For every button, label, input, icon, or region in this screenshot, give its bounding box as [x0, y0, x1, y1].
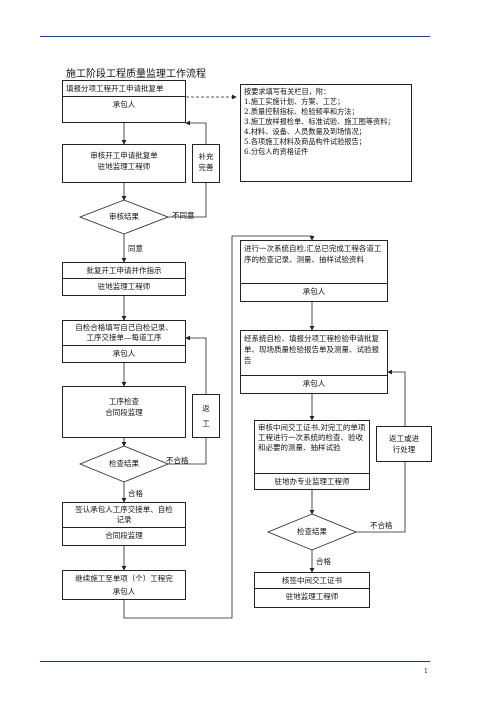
- decision-3-no-label: 不合格: [370, 521, 393, 530]
- decision-2-label: 检查结果: [109, 459, 139, 468]
- page-number: 1: [424, 668, 428, 675]
- decision-1-no-label: 不同意: [172, 211, 195, 220]
- step-submit-application: 填报分项工程开工申请批复单 承包人: [62, 80, 186, 123]
- step-system-self-check: 进行一次系统自检,汇总已完成工程各道工序的检查记录、测量、抽样试验资料 承包人: [240, 240, 388, 302]
- decision-1-yes-label: 同意: [128, 244, 143, 253]
- step-approve-start: 批复开工申请并作指示 驻地监理工程师: [62, 262, 186, 296]
- decision-diamond-3: [266, 513, 358, 551]
- rework-box: 返 工: [192, 394, 220, 438]
- decision-3-label: 检查结果: [297, 527, 327, 536]
- footer-rule: [40, 661, 430, 662]
- decision-diamond-2: [78, 445, 170, 483]
- decision-2-no-label: 不合格: [166, 456, 189, 465]
- decision-2-yes-label: 合格: [128, 489, 143, 498]
- step-self-inspection: 自检合格填写自己自检记录、 工序交接单—每道工序 承包人: [62, 320, 186, 363]
- step-continue-construction: 继续施工至单项（个）工程完 承包人: [62, 570, 186, 600]
- decision-diamond-1: [78, 199, 170, 235]
- step-review-application: 审核开工申请批复单 驻地监理工程师: [62, 144, 186, 183]
- decision-1-label: 审核结果: [109, 212, 139, 221]
- page-title: 施工阶段工程质量监理工作流程: [66, 69, 206, 80]
- supplement-box: 补充 完善: [192, 144, 220, 183]
- step-sign-certificate: 核签中间交工证书 驻地监理工程师: [254, 572, 370, 608]
- requirements-note: 按要求填写有关栏目，附： 1.施工实施计划、方案、工艺； 2.质量控制指标、检验…: [240, 84, 412, 182]
- step-review-certificate: 审核中间交工证书,对完工的单项工程进行一次系统的检查、验收和必要的测量、抽样试验…: [254, 420, 370, 490]
- decision-3-yes-label: 合格: [316, 557, 331, 566]
- header-rule: [40, 36, 430, 37]
- rework-or-process-box: 返工或进 行处理: [376, 426, 432, 462]
- step-process-inspection: 工序检查 合同段监理: [62, 386, 186, 438]
- step-sign-handover: 签认承包人工序交接单、自检 记录 合同段监理: [62, 502, 186, 546]
- step-submit-inspection: 经系统自检、填报分项工程检验申请批复单、现场质量检验报告单及测量、试验报告 承包…: [240, 330, 388, 394]
